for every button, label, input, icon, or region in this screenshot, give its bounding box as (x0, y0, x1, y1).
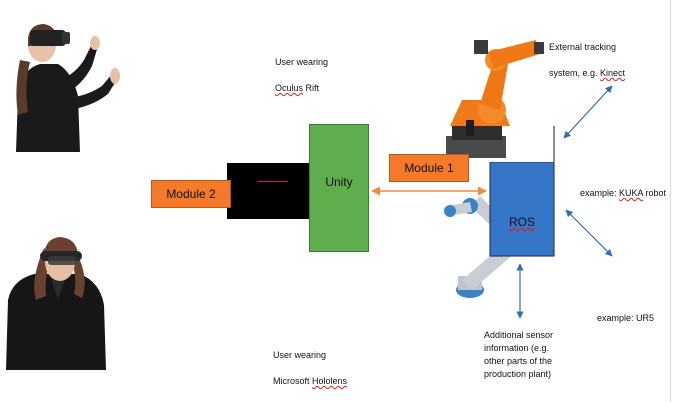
ros-label: ROS (508, 215, 535, 229)
ur5-label: example: UR5 (597, 313, 655, 323)
module1-box: Module 1 (389, 154, 469, 182)
tracking-arrow (563, 85, 613, 139)
ros-box: ROS (490, 162, 554, 256)
module1-label: Module 1 (404, 161, 454, 175)
hololens-user-illustration (6, 237, 106, 370)
module2-box: Module 2 (151, 180, 231, 208)
kuka-label: example: KUKA robot (580, 188, 667, 198)
hololens-label: User wearing Microsoft Hololens (273, 350, 348, 386)
module2-red-line (258, 181, 288, 182)
unity-box: Unity (309, 124, 369, 252)
oculus-label: User wearing Oculus Rift (275, 57, 329, 93)
oculus-user-illustration (16, 24, 120, 152)
right-border-line (670, 0, 671, 402)
unity-label: Unity (325, 175, 353, 189)
sensor-label: Additional sensor information (e.g. othe… (484, 330, 554, 379)
tracking-label: External tracking system, e.g. Kinect (549, 42, 626, 78)
kuka-robot-illustration (446, 40, 544, 158)
module2-label: Module 2 (166, 187, 216, 201)
module2-black-box (227, 163, 317, 219)
ur5-arrow (565, 209, 613, 257)
